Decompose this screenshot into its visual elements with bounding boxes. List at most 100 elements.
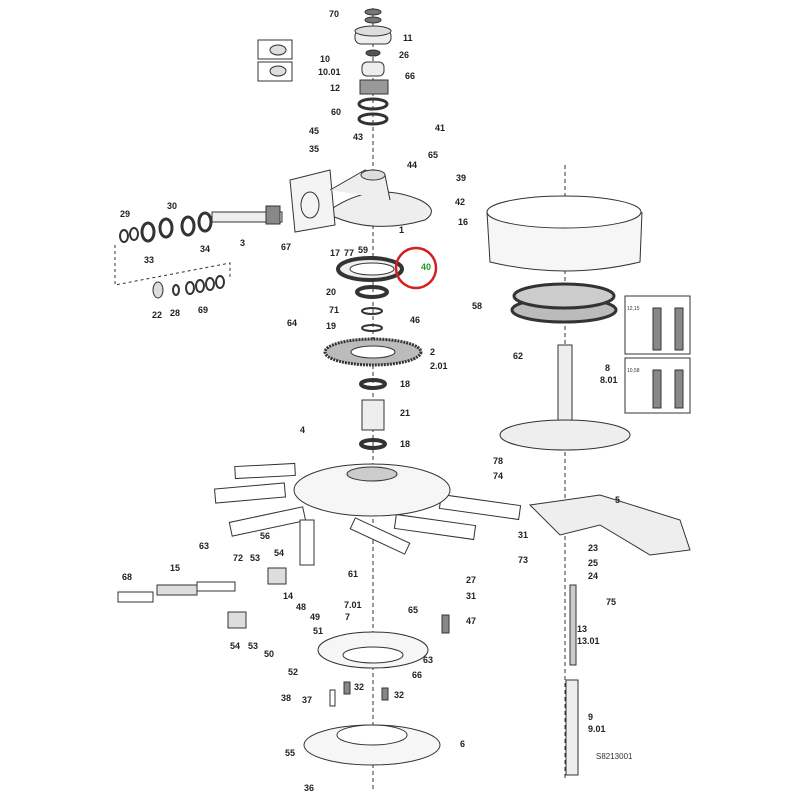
shaft-15: [156, 584, 198, 596]
part-label: 3: [240, 238, 246, 248]
part-label: 55: [285, 748, 296, 758]
part-label: 26: [399, 50, 410, 60]
part-label: 31: [466, 591, 477, 601]
part-label: 10: [320, 54, 331, 64]
part-label: 56: [260, 531, 271, 541]
part-label: 54: [274, 548, 285, 558]
part-label: 51: [313, 626, 324, 636]
part-label: 53: [248, 641, 259, 651]
part-label: 68: [122, 572, 133, 582]
part-label: 1: [399, 225, 405, 235]
part-label: 54: [230, 641, 241, 651]
part-label: 53: [250, 553, 261, 563]
part-label: 78: [493, 456, 504, 466]
part-label: 43: [353, 132, 364, 142]
part-label: 30: [167, 201, 178, 211]
part-label: 28: [170, 308, 181, 318]
rotor-hub: [213, 462, 522, 566]
part-label: 45: [309, 126, 320, 136]
part-label: 5: [615, 495, 621, 505]
part-label: 32: [354, 682, 365, 692]
part-label: 49: [310, 612, 321, 622]
part-label: 14: [283, 591, 294, 601]
part-label: 8.01: [600, 375, 618, 385]
part-label: 50: [264, 649, 275, 659]
part-label: 59: [358, 245, 369, 255]
part-label: 29: [120, 209, 131, 219]
part-label: 58: [472, 301, 483, 311]
arm-bracket: [528, 494, 691, 556]
inset-dimension: 12,15: [627, 306, 640, 312]
pin-68: [117, 591, 154, 603]
part-label: 33: [144, 255, 155, 265]
part-label-highlighted[interactable]: 40: [421, 262, 432, 272]
part-label: 61: [348, 569, 359, 579]
part-label: 38: [281, 693, 292, 703]
part-label: 37: [302, 695, 313, 705]
part-label: 63: [423, 655, 434, 665]
part-label: 8: [605, 363, 611, 373]
part-label: 13: [577, 624, 588, 634]
part-label: 67: [281, 242, 292, 252]
part-label: 12: [330, 83, 341, 93]
part-label: 24: [588, 571, 599, 581]
part-label: 32: [394, 690, 405, 700]
part-label: 36: [304, 783, 315, 793]
part-label: 21: [400, 408, 411, 418]
gearbox-housing: [289, 169, 432, 233]
part-label: 27: [466, 575, 477, 585]
highlight-circle: [394, 246, 438, 290]
part-label: 73: [518, 555, 529, 565]
part-label: 77: [344, 248, 355, 258]
part-label: 20: [326, 287, 337, 297]
part-label: 6: [460, 739, 466, 749]
spreader-pan: [486, 195, 643, 324]
part-label: 9.01: [588, 724, 606, 734]
part-label: 72: [233, 553, 244, 563]
part-label: 19: [326, 321, 337, 331]
part-label: 48: [296, 602, 307, 612]
part-label: 66: [412, 670, 423, 680]
part-label: 7: [345, 612, 351, 622]
part-label: 65: [408, 605, 419, 615]
part-label: 66: [405, 71, 416, 81]
part-label: 44: [407, 160, 418, 170]
part-label: 11: [403, 33, 413, 43]
part-label: 13.01: [577, 636, 600, 646]
part-label: 18: [400, 379, 411, 389]
part-label: 52: [288, 667, 299, 677]
part-label: 42: [455, 197, 466, 207]
part-label: 15: [170, 563, 181, 573]
part-label: 65: [428, 150, 439, 160]
part-label: 2.01: [430, 361, 448, 371]
part-label: 34: [200, 244, 211, 254]
part-label: 63: [199, 541, 210, 551]
part-label: 70: [329, 9, 340, 19]
part-label: 75: [606, 597, 617, 607]
part-label: 16: [458, 217, 469, 227]
part-label: 69: [198, 305, 209, 315]
part-label: 22: [152, 310, 163, 320]
part-label: 41: [435, 123, 446, 133]
top-bearing-stack: [354, 8, 392, 126]
part-label: 7.01: [344, 600, 362, 610]
part-label: 60: [331, 107, 342, 117]
part-label: 4: [300, 425, 306, 435]
part-label: 71: [329, 305, 340, 315]
part-label: 64: [287, 318, 298, 328]
part-label: 31: [518, 530, 529, 540]
part-label: 62: [513, 351, 524, 361]
part-label: 10.01: [318, 67, 341, 77]
inset-dimension: 10,58: [627, 368, 640, 374]
part-label: 39: [456, 173, 467, 183]
part-label: 23: [588, 543, 599, 553]
part-label: 2: [430, 347, 436, 357]
part-label: 25: [588, 558, 599, 568]
part-label: 9: [588, 712, 594, 722]
part-label: 35: [309, 144, 320, 154]
part-label: 18: [400, 439, 411, 449]
part-label: 74: [493, 471, 504, 481]
part-label: 47: [466, 616, 477, 626]
